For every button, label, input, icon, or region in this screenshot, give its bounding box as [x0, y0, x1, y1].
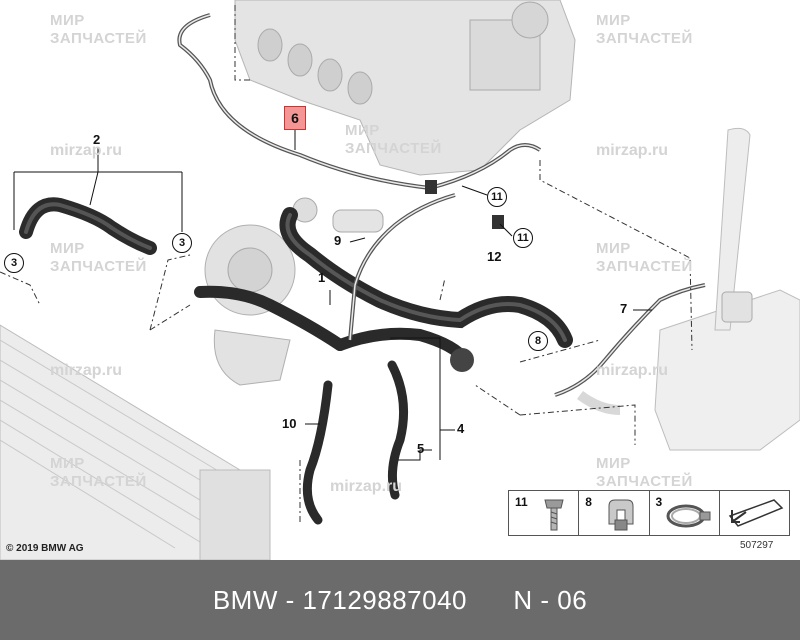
hose-clamp-icon	[666, 504, 710, 528]
image-number: 507297	[740, 540, 774, 551]
watermark-top-left: МИР ЗАПЧАСТЕЙ	[50, 12, 147, 48]
parts-diagram	[0, 0, 800, 560]
callout-6-highlighted[interactable]: 6	[284, 106, 306, 130]
radiator	[0, 324, 271, 560]
watermark-line1: МИР	[596, 240, 631, 257]
watermark-mid-right: МИР ЗАПЧАСТЕЙ	[596, 240, 693, 276]
watermark-line2: ЗАПЧАСТЕЙ	[345, 140, 442, 157]
watermark-line1: МИР	[345, 122, 380, 139]
copyright-text: © 2019 BMW AG	[6, 543, 84, 554]
part-11-upper	[425, 180, 437, 194]
legend-number: 8	[585, 495, 592, 509]
callout-11-upper[interactable]: 11	[487, 187, 507, 207]
legend-item-bolt[interactable]: 11	[509, 491, 580, 535]
watermark-url-4: mirzap.ru	[596, 362, 669, 379]
watermark-line1: МИР	[596, 12, 631, 29]
watermark-top-right: МИР ЗАПЧАСТЕЙ	[596, 12, 693, 48]
callout-2[interactable]: 2	[93, 132, 101, 147]
clip-icon	[608, 499, 634, 531]
watermark-line2: ЗАПЧАСТЕЙ	[596, 258, 693, 275]
hose-5	[387, 360, 409, 500]
callout-7[interactable]: 7	[620, 301, 628, 316]
bolt-icon	[544, 499, 564, 531]
callout-12[interactable]: 12	[487, 249, 502, 264]
callout-4[interactable]: 4	[457, 421, 465, 436]
gasket-icon	[728, 499, 784, 527]
watermark-line1: МИР	[596, 455, 631, 472]
watermark-url-5: mirzap.ru	[330, 478, 403, 495]
expansion-tank	[654, 127, 800, 451]
watermark-line2: ЗАПЧАСТЕЙ	[50, 30, 147, 47]
callout-10[interactable]: 10	[282, 416, 297, 431]
callout-11-lower[interactable]: 11	[513, 228, 533, 248]
watermark-bottom-right: МИР ЗАПЧАСТЕЙ	[596, 455, 693, 491]
dash-dot-lines	[0, 5, 693, 525]
hose-10	[302, 380, 333, 525]
watermark-line1: МИР	[50, 12, 85, 29]
callout-8[interactable]: 8	[528, 331, 548, 351]
callout-5[interactable]: 5	[417, 441, 425, 456]
watermark-line2: ЗАПЧАСТЕЙ	[50, 258, 147, 275]
watermark-mid-center: МИР ЗАПЧАСТЕЙ	[345, 122, 442, 158]
callout-9[interactable]: 9	[334, 233, 342, 248]
legend-item-clamp[interactable]: 3	[650, 491, 720, 535]
parts-legend: 11 8 3	[508, 490, 790, 536]
watermark-line2: ЗАПЧАСТЕЙ	[596, 30, 693, 47]
watermark-mid-left: МИР ЗАПЧАСТЕЙ	[50, 240, 147, 276]
watermark-bottom-left: МИР ЗАПЧАСТЕЙ	[50, 455, 147, 491]
watermark-url-2: mirzap.ru	[596, 142, 669, 159]
engine-block	[234, 0, 576, 176]
part-number-bar: BMW - 17129887040 N - 06	[0, 560, 800, 640]
legend-item-clip[interactable]: 8	[579, 491, 650, 535]
callout-3-right[interactable]: 3	[172, 233, 192, 253]
legend-number: 11	[515, 495, 528, 509]
watermark-line1: МИР	[50, 455, 85, 472]
callout-1[interactable]: 1	[318, 270, 326, 285]
thermostat	[450, 348, 474, 372]
callout-3-left[interactable]: 3	[4, 253, 24, 273]
legend-number: 3	[655, 495, 663, 509]
legend-item-gasket[interactable]	[720, 491, 789, 535]
watermark-url-1: mirzap.ru	[50, 142, 123, 159]
watermark-url-3: mirzap.ru	[50, 362, 123, 379]
watermark-line2: ЗАПЧАСТЕЙ	[50, 473, 147, 490]
part-number-text: BMW - 17129887040 N - 06	[212, 584, 588, 615]
watermark-line1: МИР	[50, 240, 85, 257]
watermark-line2: ЗАПЧАСТЕЙ	[596, 473, 693, 490]
